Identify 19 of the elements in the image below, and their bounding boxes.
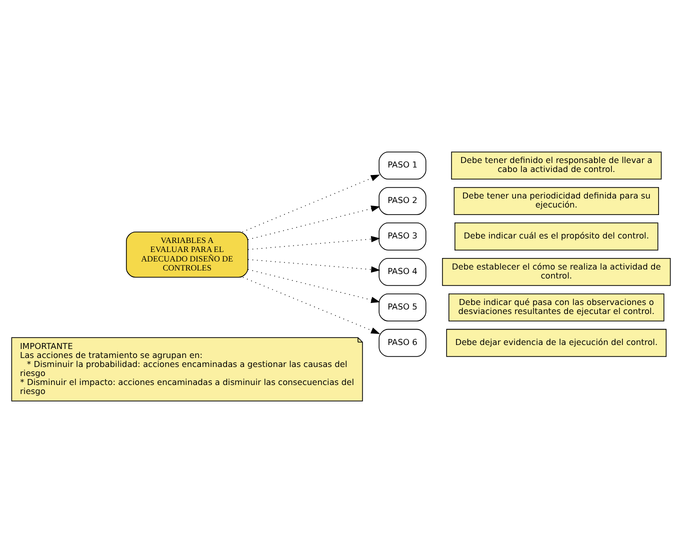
node-box: PASO 1 [378, 152, 426, 180]
arrow [242, 174, 380, 232]
node-box: PASO 2 [378, 187, 426, 216]
arrow [248, 259, 380, 273]
arrow [242, 276, 380, 334]
node-box: VARIABLES A EVALUAR PARA EL ADECUADO DISEÑO DE CONTROLES [126, 232, 248, 278]
node-box: PASO 3 [378, 222, 426, 250]
arrow [248, 269, 380, 304]
node-box: Debe dejar evidencia de la ejecución del control. [446, 328, 667, 357]
node-box: Debe indicar qué pasa con las observaciones o desviaciones resultantes de ejecutar el control. [448, 293, 664, 322]
arrow [248, 206, 380, 240]
arrow [248, 236, 380, 250]
node-box: Debe establecer el cómo se realiza la actividad de control. [442, 258, 671, 286]
node-box: PASO 5 [378, 293, 426, 322]
node-box: PASO 4 [378, 258, 426, 286]
node-box: Debe tener una periodicidad definida para su ejecución. [454, 187, 659, 216]
node-box: Debe indicar cuál es el propósito del control. [454, 222, 658, 250]
node-box: Debe tener definido el responsable de llevar a cabo la actividad de control. [451, 152, 662, 180]
node-box: PASO 6 [378, 328, 426, 357]
